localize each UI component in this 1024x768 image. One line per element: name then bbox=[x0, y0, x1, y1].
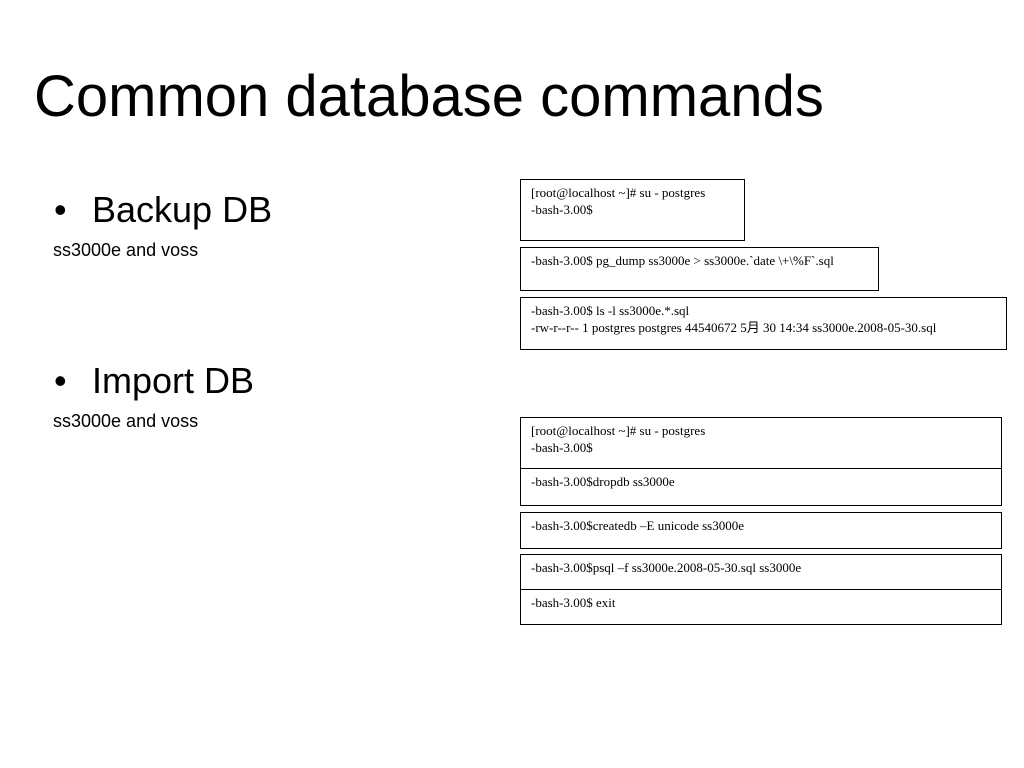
bullet-import-db: • Import DB bbox=[54, 359, 254, 403]
import-subtitle: ss3000e and voss bbox=[53, 411, 199, 431]
command-line: -bash-3.00$psql –f ss3000e.2008-05-30.sq… bbox=[531, 560, 802, 575]
backup-command-box-ls: -bash-3.00$ ls -l ss3000e.*.sql -rw-r--r… bbox=[520, 297, 1007, 350]
bullet-dot: • bbox=[54, 360, 67, 401]
command-line: -bash-3.00$dropdb ss3000e bbox=[531, 474, 675, 489]
backup-subtitle: ss3000e and voss bbox=[53, 240, 199, 260]
import-command-box-su: [root@localhost ~]# su - postgres -bash-… bbox=[520, 417, 1002, 469]
bullet-backup-db: • Backup DB bbox=[54, 188, 272, 232]
command-line: -bash-3.00$ pg_dump ss3000e > ss3000e.`d… bbox=[531, 253, 834, 268]
command-line: -bash-3.00$ bbox=[531, 440, 593, 455]
bullet-dot: • bbox=[54, 189, 67, 230]
command-line: -bash-3.00$ exit bbox=[531, 595, 616, 610]
command-line: -rw-r--r-- 1 postgres postgres 44540672 … bbox=[531, 320, 937, 335]
import-command-box-dropdb: -bash-3.00$dropdb ss3000e bbox=[520, 468, 1002, 506]
backup-command-box-pg-dump: -bash-3.00$ pg_dump ss3000e > ss3000e.`d… bbox=[520, 247, 879, 291]
command-line: [root@localhost ~]# su - postgres bbox=[531, 185, 706, 200]
command-line: [root@localhost ~]# su - postgres bbox=[531, 423, 706, 438]
import-command-box-psql: -bash-3.00$psql –f ss3000e.2008-05-30.sq… bbox=[520, 554, 1002, 590]
import-command-box-createdb: -bash-3.00$createdb –E unicode ss3000e bbox=[520, 512, 1002, 549]
import-command-box-exit: -bash-3.00$ exit bbox=[520, 589, 1002, 625]
command-line: -bash-3.00$ bbox=[531, 202, 593, 217]
bullet-import-db-label: Import DB bbox=[92, 360, 255, 401]
backup-command-box-su: [root@localhost ~]# su - postgres -bash-… bbox=[520, 179, 745, 241]
command-line: -bash-3.00$createdb –E unicode ss3000e bbox=[531, 518, 744, 533]
command-line: -bash-3.00$ ls -l ss3000e.*.sql bbox=[531, 303, 690, 318]
bullet-backup-db-label: Backup DB bbox=[92, 189, 273, 230]
slide-title: Common database commands bbox=[34, 64, 824, 129]
